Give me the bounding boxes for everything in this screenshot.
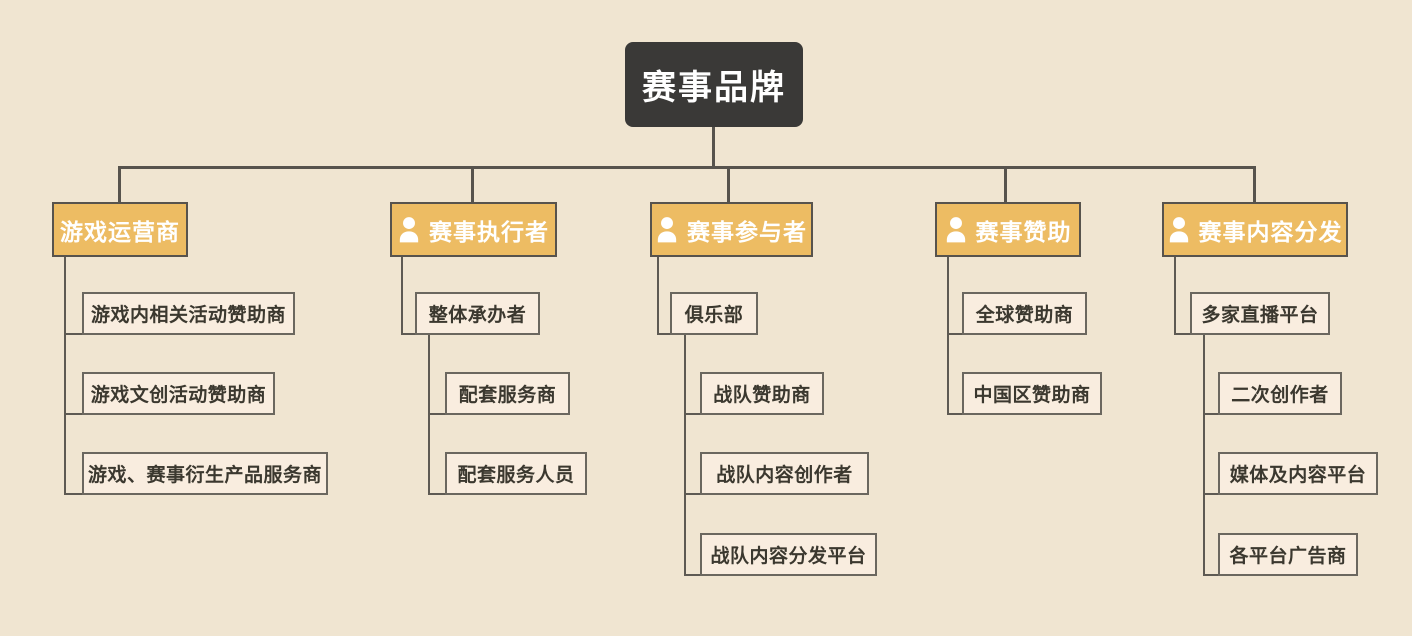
branch-label: 游戏运营商 [60, 218, 180, 245]
branch-node-content-distribution[interactable]: 赛事内容分发 [1162, 202, 1348, 257]
connector-stub [401, 333, 415, 335]
branch-node-event-sponsor[interactable]: 赛事赞助 [935, 202, 1081, 257]
child-node-label: 二次创作者 [1231, 385, 1329, 406]
child-node[interactable]: 战队内容创作者 [700, 452, 869, 495]
root-node-event-brand[interactable]: 赛事品牌 [625, 42, 803, 127]
connector-drop [118, 166, 121, 204]
child-node-label: 全球赞助商 [975, 305, 1074, 326]
connector-stub [1174, 333, 1190, 335]
child-node-label: 多家直播平台 [1201, 305, 1319, 326]
connector-stub [947, 413, 962, 415]
person-icon [1169, 217, 1188, 243]
branch-node-event-executor[interactable]: 赛事执行者 [390, 202, 557, 257]
connector-drop [471, 166, 474, 204]
connector-stub [64, 493, 82, 495]
connector-stub [657, 333, 670, 335]
child-node[interactable]: 配套服务人员 [445, 452, 587, 495]
connector-stub [428, 493, 445, 495]
child-node-label: 战队内容创作者 [716, 465, 853, 486]
connector-stub [1203, 574, 1218, 576]
branch-node-game-operator[interactable]: 游戏运营商 [52, 202, 188, 257]
child-node[interactable]: 整体承办者 [415, 292, 540, 335]
person-icon [657, 217, 677, 243]
person-icon [946, 217, 965, 243]
root-node-label: 赛事品牌 [642, 69, 786, 107]
child-node[interactable]: 各平台广告商 [1218, 533, 1358, 576]
child-node-label: 游戏内相关活动赞助商 [90, 305, 286, 326]
child-node[interactable]: 战队赞助商 [700, 372, 824, 415]
connector-drop [1004, 166, 1007, 204]
child-node-label: 俱乐部 [684, 305, 744, 326]
connector-drop [727, 166, 730, 204]
person-icon [399, 217, 419, 243]
connector-trunk [401, 255, 403, 335]
child-node-label: 各平台广告商 [1229, 546, 1347, 567]
child-node[interactable]: 二次创作者 [1218, 372, 1342, 415]
child-node-label: 战队赞助商 [713, 385, 811, 406]
child-node[interactable]: 游戏内相关活动赞助商 [82, 292, 295, 335]
connector-stub [1203, 413, 1218, 415]
child-node[interactable]: 游戏文创活动赞助商 [82, 372, 275, 415]
child-node-label: 中国区赞助商 [973, 385, 1091, 406]
connector-stub [64, 333, 82, 335]
branch-label: 赛事参与者 [687, 218, 807, 245]
connector-bus [118, 166, 1256, 169]
child-node[interactable]: 中国区赞助商 [962, 372, 1102, 415]
child-node[interactable]: 配套服务商 [445, 372, 570, 415]
connector-stub [684, 574, 700, 576]
connector-stub [1203, 493, 1218, 495]
connector-trunk [1174, 255, 1176, 335]
child-node-label: 配套服务商 [458, 385, 557, 406]
connector-stub [684, 413, 700, 415]
connector-stub [684, 493, 700, 495]
child-node[interactable]: 媒体及内容平台 [1218, 452, 1378, 495]
connector-trunk [684, 335, 686, 576]
branch-label: 赛事内容分发 [1198, 218, 1343, 245]
branch-label: 赛事赞助 [975, 218, 1072, 245]
branch-node-event-participant[interactable]: 赛事参与者 [650, 202, 813, 257]
child-node[interactable]: 俱乐部 [670, 292, 758, 335]
child-node-label: 游戏、赛事衍生产品服务商 [87, 465, 322, 486]
child-node-label: 整体承办者 [428, 305, 527, 326]
connector-stub [428, 413, 445, 415]
connector-stub [64, 413, 82, 415]
connector-root-stem [712, 127, 715, 168]
child-node[interactable]: 全球赞助商 [962, 292, 1087, 335]
child-node-label: 游戏文创活动赞助商 [90, 385, 267, 406]
child-node[interactable]: 战队内容分发平台 [700, 533, 877, 576]
child-node-label: 战队内容分发平台 [710, 546, 867, 567]
connector-trunk [428, 335, 430, 495]
child-node[interactable]: 游戏、赛事衍生产品服务商 [82, 452, 328, 495]
branch-label: 赛事执行者 [429, 218, 549, 245]
connector-trunk [947, 255, 949, 415]
connector-trunk [657, 255, 659, 335]
connector-trunk [64, 255, 66, 495]
child-node[interactable]: 多家直播平台 [1190, 292, 1330, 335]
child-node-label: 配套服务人员 [457, 465, 575, 486]
connector-trunk [1203, 335, 1205, 576]
child-node-label: 媒体及内容平台 [1229, 465, 1367, 486]
connector-drop [1253, 166, 1256, 204]
connector-stub [947, 333, 962, 335]
